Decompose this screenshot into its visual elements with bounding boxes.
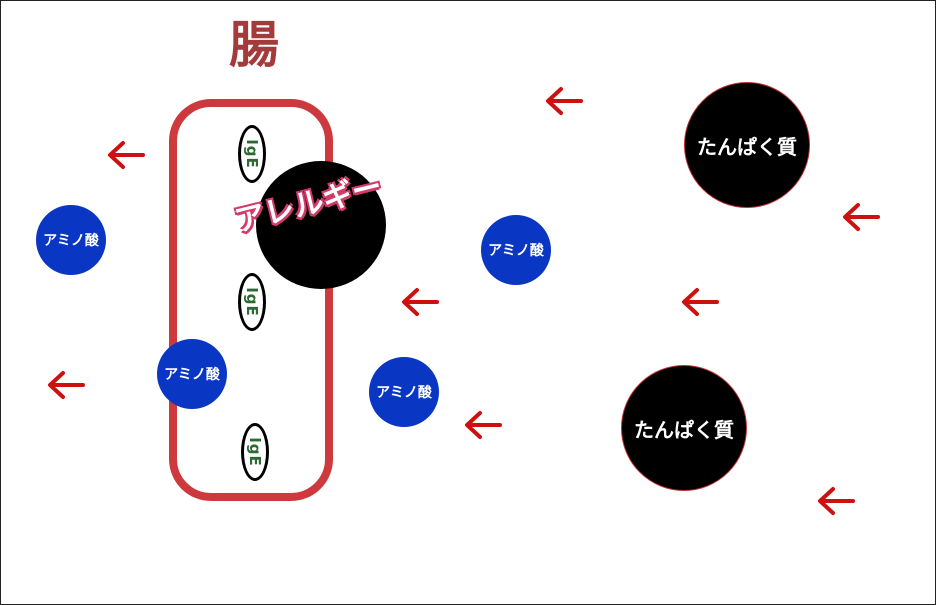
- amino-acid-label: アミノ酸: [164, 367, 220, 383]
- left-arrow-icon: [682, 288, 719, 316]
- amino-acid-label: アミノ酸: [488, 243, 544, 259]
- left-arrow-icon: [546, 87, 583, 115]
- ige-antibody: IgE: [238, 273, 266, 331]
- protein-label: たんぱく質: [634, 417, 734, 442]
- left-arrow-icon: [402, 288, 439, 316]
- protein-circle: たんぱく質: [684, 82, 810, 208]
- ige-label: IgE: [243, 287, 262, 317]
- protein-label: たんぱく質: [697, 134, 797, 159]
- protein-circle: たんぱく質: [621, 365, 747, 491]
- amino-acid-circle: アミノ酸: [369, 357, 439, 427]
- amino-acid-circle: アミノ酸: [481, 215, 551, 285]
- ige-antibody: IgE: [241, 423, 269, 481]
- ige-label: IgE: [243, 139, 262, 169]
- gut-title: 腸: [229, 16, 279, 74]
- amino-acid-label: アミノ酸: [376, 385, 432, 401]
- left-arrow-icon: [843, 203, 880, 231]
- amino-acid-circle: アミノ酸: [157, 339, 227, 409]
- amino-acid-circle: アミノ酸: [36, 205, 106, 275]
- left-arrow-icon: [818, 487, 855, 515]
- left-arrow-icon: [108, 141, 145, 169]
- allergen-protein-ball: [256, 161, 386, 289]
- ige-antibody: IgE: [238, 125, 266, 183]
- left-arrow-icon: [465, 411, 502, 439]
- left-arrow-icon: [48, 371, 85, 399]
- ige-label: IgE: [246, 437, 265, 467]
- gut-outline: [169, 99, 333, 501]
- amino-acid-label: アミノ酸: [43, 233, 99, 249]
